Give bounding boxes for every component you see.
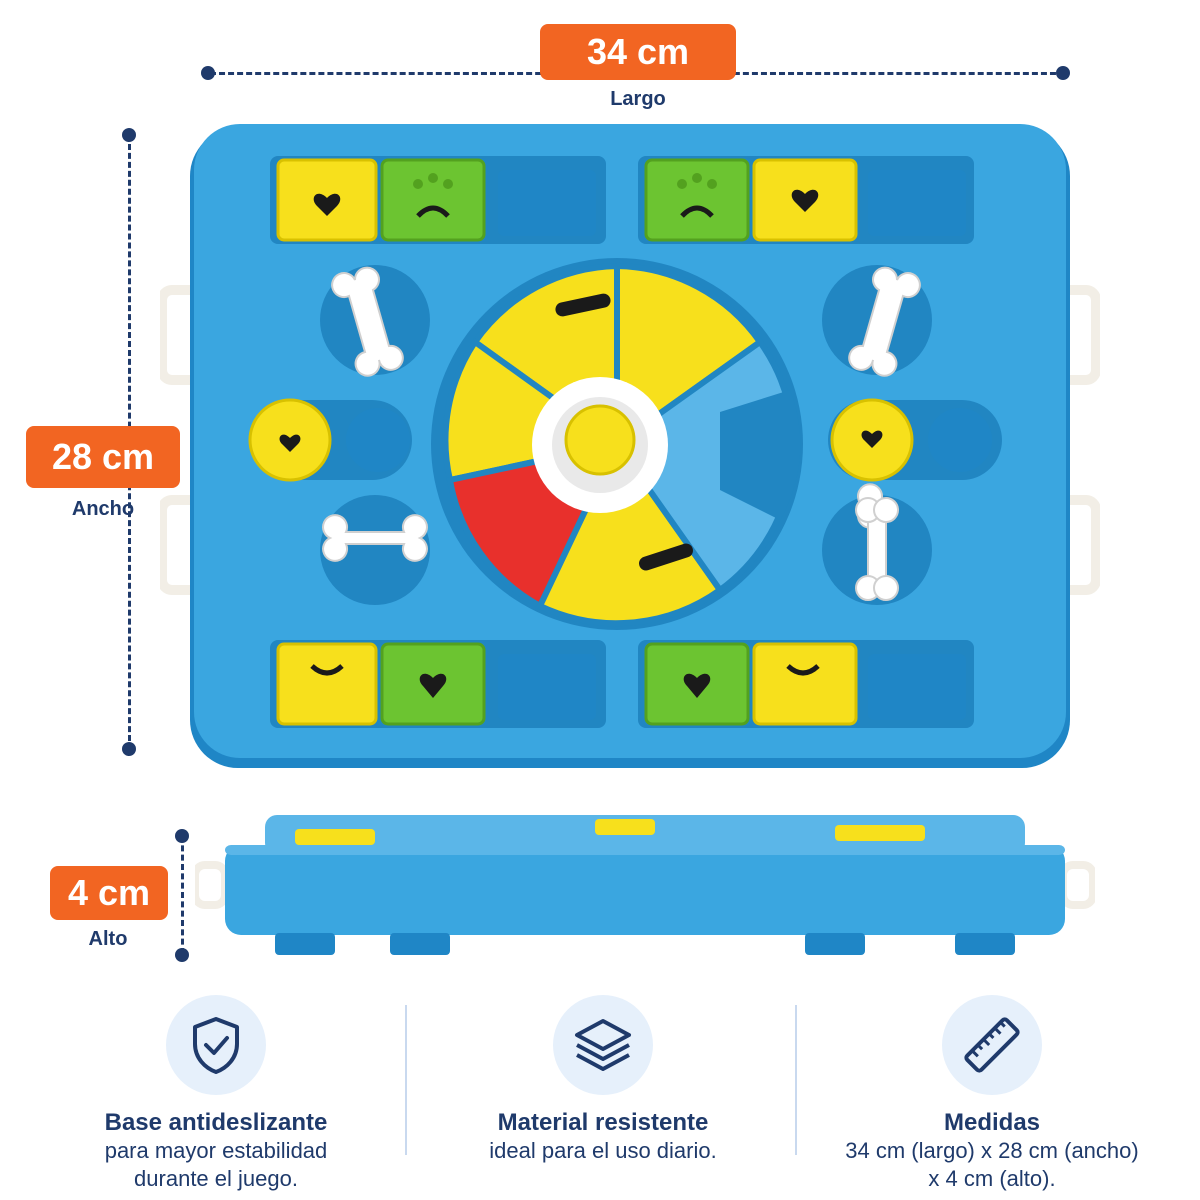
width-label: Ancho bbox=[71, 498, 135, 520]
width-badge: 28 cm bbox=[26, 426, 180, 488]
feature-desc-line: 34 cm (largo) x 28 cm (ancho) bbox=[845, 1138, 1139, 1163]
feature-title: Medidas bbox=[943, 1109, 1041, 1136]
feature-antislip: Base antideslizante para mayor estabilid… bbox=[36, 995, 396, 1193]
ruler-icon bbox=[942, 995, 1042, 1095]
feature-title: Material resistente bbox=[497, 1109, 709, 1136]
length-start-dot bbox=[201, 66, 215, 80]
length-label: Largo bbox=[610, 88, 666, 110]
length-end-dot bbox=[1056, 66, 1070, 80]
width-end-dot bbox=[122, 742, 136, 756]
feature-desc-line: durante el juego. bbox=[134, 1166, 298, 1191]
length-badge: 34 cm bbox=[540, 24, 736, 80]
puzzle-board-side-view bbox=[195, 815, 1095, 955]
feature-desc-line: ideal para el uso diario. bbox=[489, 1138, 717, 1163]
feature-material: Material resistente ideal para el uso di… bbox=[423, 995, 783, 1165]
feature-desc-line: x 4 cm (alto). bbox=[928, 1166, 1056, 1191]
shield-check-icon bbox=[166, 995, 266, 1095]
layers-icon bbox=[553, 995, 653, 1095]
height-dash-line bbox=[181, 836, 184, 954]
feature-desc-line: para mayor estabilidad bbox=[104, 1138, 328, 1163]
height-end-dot bbox=[175, 948, 189, 962]
feature-measures: Medidas 34 cm (largo) x 28 cm (ancho) x … bbox=[812, 995, 1172, 1193]
feature-separator-2 bbox=[795, 1005, 797, 1155]
feature-separator-1 bbox=[405, 1005, 407, 1155]
puzzle-board-top-view bbox=[160, 124, 1100, 768]
feature-title: Base antideslizante bbox=[104, 1109, 328, 1136]
height-label: Alto bbox=[88, 928, 128, 950]
height-badge: 4 cm bbox=[50, 866, 168, 920]
